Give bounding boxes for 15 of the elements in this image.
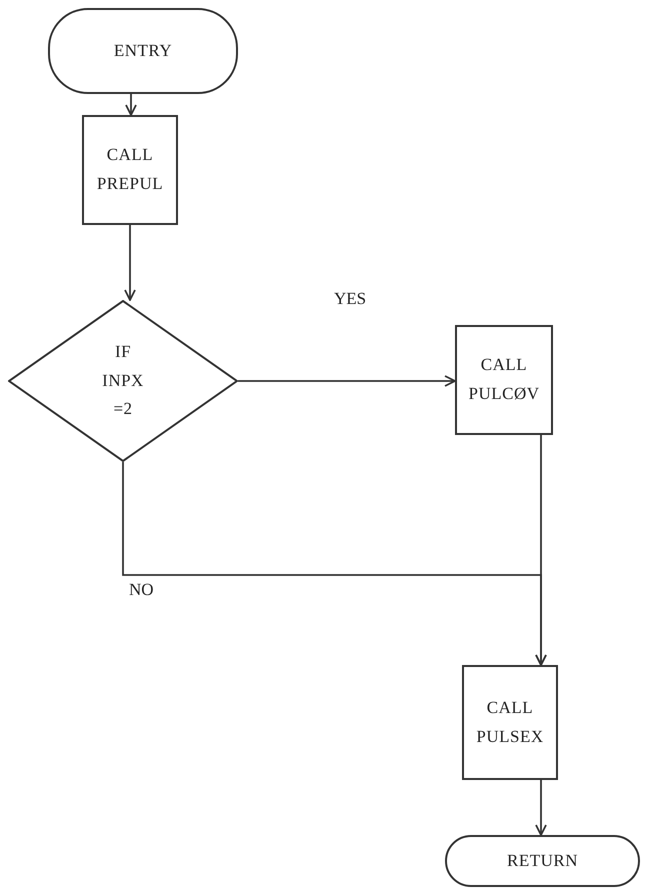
process-box	[462, 665, 558, 780]
node-label: CALL PULCØV	[467, 354, 540, 405]
arrow	[238, 375, 456, 387]
process-box	[82, 115, 178, 225]
node-label: CALL PULSEX	[475, 696, 545, 748]
arrow	[125, 94, 137, 116]
process-box	[455, 325, 553, 435]
node-label: ENTRY	[114, 40, 172, 62]
node-label: IF INPX =2	[101, 340, 145, 420]
node-label: RETURN	[507, 850, 578, 872]
node-label: CALL PREPUL	[96, 144, 164, 195]
arrow	[124, 225, 136, 301]
arrow	[535, 780, 547, 836]
arrow	[535, 435, 547, 666]
decision-diamond	[8, 300, 238, 462]
